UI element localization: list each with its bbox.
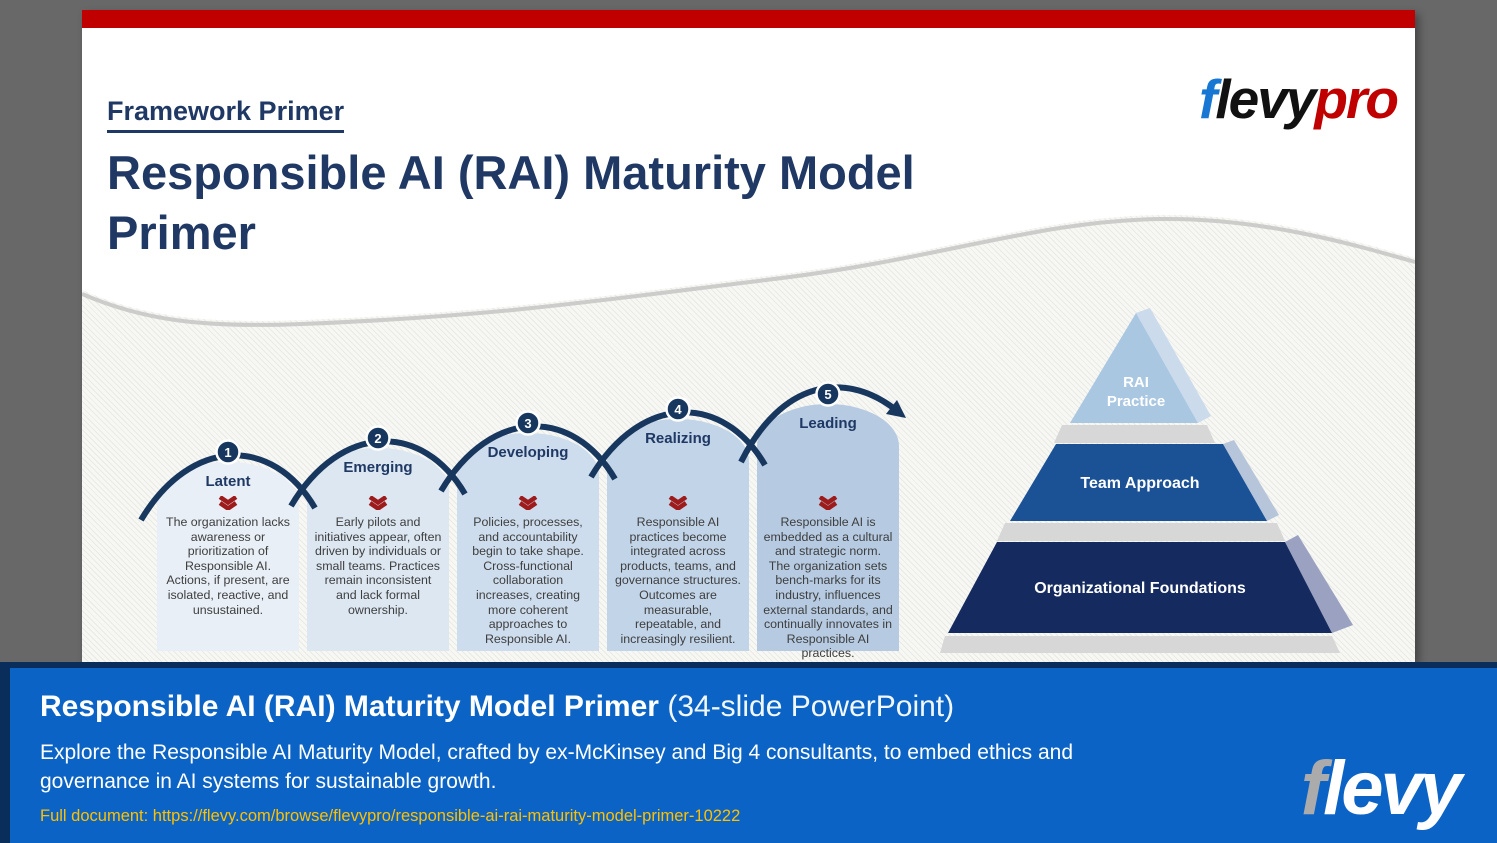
stage-description: The organization lacks awareness or prio…	[166, 515, 290, 617]
pyramid-label-team: Team Approach	[1080, 475, 1199, 492]
flevy-logo: flevy	[1301, 751, 1462, 827]
pyramid-label-rai-line1: RAI	[1123, 374, 1149, 391]
stage-name: Leading	[799, 415, 857, 432]
chevron-down-icon	[818, 496, 838, 510]
product-title: Responsible AI (RAI) Maturity Model Prim…	[40, 690, 1497, 724]
slide-title-line2: Primer	[107, 206, 256, 259]
milestone-number: 1	[224, 445, 231, 460]
stage-column-emerging: Emerging Early pilots and initiatives ap…	[307, 448, 449, 651]
stage-description: Responsible AI is embedded as a cultural…	[763, 515, 893, 661]
slide-title: Responsible AI (RAI) Maturity Model Prim…	[107, 143, 915, 263]
flevypro-logo-pro: pro	[1314, 68, 1399, 130]
product-description: Explore the Responsible AI Maturity Mode…	[40, 738, 1497, 796]
stage-description: Early pilots and initiatives appear, oft…	[314, 515, 442, 617]
milestone-number: 2	[374, 431, 381, 446]
pyramid-label-foundations: Organizational Foundations	[1034, 580, 1246, 597]
maturity-pyramid: RAI Practice Team Approach Organizationa…	[940, 308, 1353, 653]
product-description-line2: governance in AI systems for sustainable…	[40, 770, 497, 793]
chevron-down-icon	[368, 496, 388, 510]
milestone-number: 5	[824, 387, 831, 402]
milestone-number: 4	[674, 402, 682, 417]
pyramid-label-rai-line2: Practice	[1107, 393, 1165, 410]
pyramid-tier-rai-bevel	[1136, 308, 1211, 423]
milestone-circle-3	[515, 410, 541, 436]
milestone-circle-2	[365, 425, 391, 451]
pyramid-tier-rai	[1070, 313, 1198, 423]
milestone-circle-5	[815, 381, 841, 407]
stage-column-latent: Latent The organization lacks awareness …	[157, 462, 299, 651]
flevypro-logo-f: f	[1199, 68, 1217, 130]
stage-column-developing: Developing Policies, processes, and acco…	[457, 433, 599, 651]
flevypro-logo: flevypro	[1199, 72, 1399, 127]
stage-column-realizing: Realizing Responsible AI practices becom…	[607, 419, 749, 651]
stage-name: Developing	[487, 444, 569, 461]
full-document-link[interactable]: Full document: https://flevy.com/browse/…	[40, 807, 741, 825]
milestone-number: 3	[524, 416, 531, 431]
chevron-down-icon	[518, 496, 538, 510]
product-banner: Responsible AI (RAI) Maturity Model Prim…	[0, 662, 1497, 843]
product-title-name: Responsible AI (RAI) Maturity Model Prim…	[40, 690, 659, 723]
flevy-logo-f: f	[1300, 746, 1326, 831]
stage-description: Policies, processes, and accountability …	[472, 515, 584, 646]
pyramid-tier-team-bevel	[1223, 440, 1279, 521]
pyramid-tier-team	[1010, 444, 1267, 521]
pyramid-tier-foundations	[948, 542, 1332, 633]
stage-name: Realizing	[645, 430, 711, 447]
slide-accent-bar	[82, 10, 1415, 28]
flevypro-logo-levy: levy	[1215, 68, 1316, 130]
chevron-down-icon	[218, 496, 238, 510]
stage-column-leading: Leading Responsible AI is embedded as a …	[757, 404, 899, 661]
stage-name: Emerging	[343, 459, 413, 476]
product-title-format: (34-slide PowerPoint)	[667, 690, 955, 723]
milestone-circle-4	[665, 396, 691, 422]
pyramid-tier-foundations-bevel	[1285, 535, 1353, 633]
stage-name: Latent	[205, 473, 251, 490]
milestone-circle-1	[215, 439, 241, 465]
stage-description: Responsible AI practices become integrat…	[614, 515, 742, 646]
product-banner-inner: Responsible AI (RAI) Maturity Model Prim…	[10, 668, 1497, 843]
title-block: Framework Primer Responsible AI (RAI) Ma…	[107, 96, 915, 263]
product-description-line1: Explore the Responsible AI Maturity Mode…	[40, 741, 1074, 764]
swoosh-divider	[82, 28, 1415, 327]
slide-title-line1: Responsible AI (RAI) Maturity Model	[107, 146, 915, 199]
slide-body: Framework Primer Responsible AI (RAI) Ma…	[82, 28, 1415, 662]
slide-preview: Framework Primer Responsible AI (RAI) Ma…	[82, 10, 1415, 662]
flevy-logo-levy: levy	[1323, 746, 1462, 831]
slide-eyebrow: Framework Primer	[107, 96, 345, 133]
chevron-down-icon	[668, 496, 688, 510]
